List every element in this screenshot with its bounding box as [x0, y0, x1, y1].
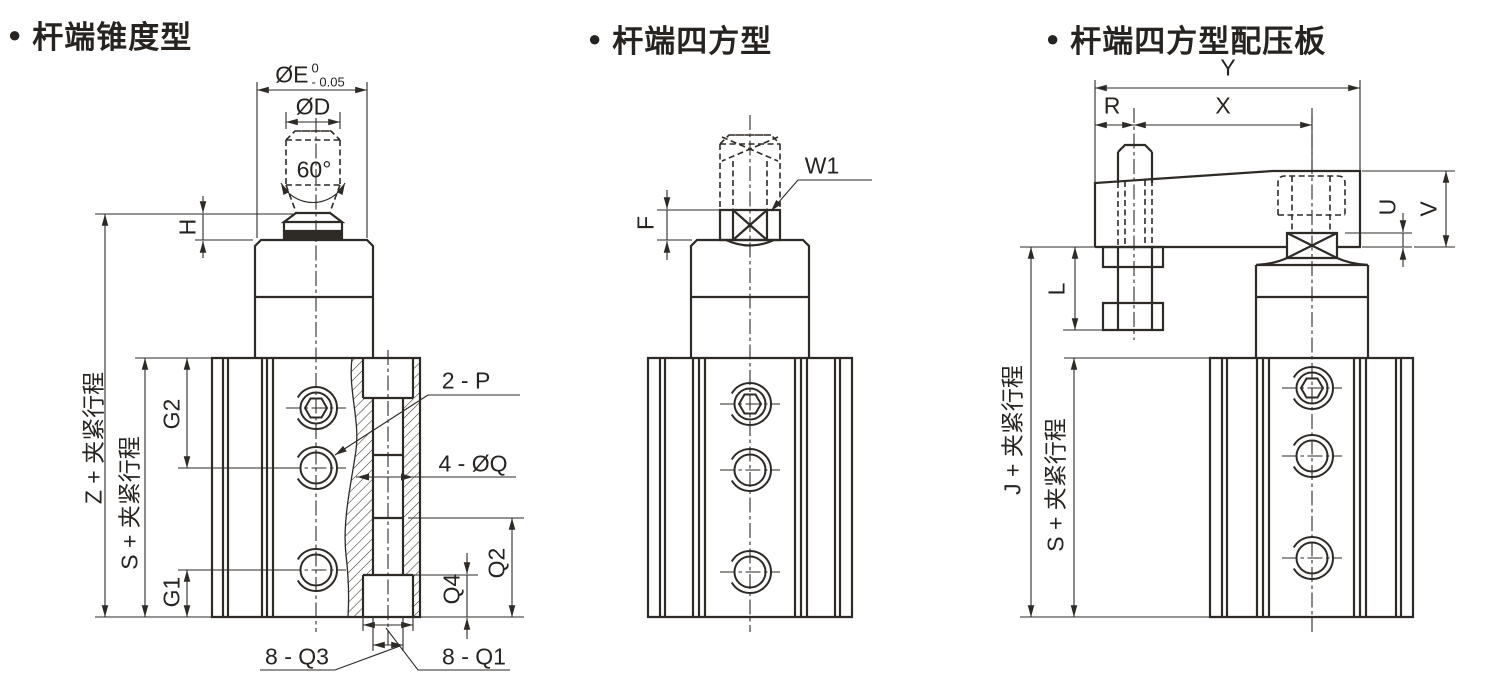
dim-label-f: F [632, 215, 659, 231]
dim-label-y: Y [1220, 54, 1236, 81]
dim-label-x: X [1215, 92, 1231, 119]
cylinder-body [1208, 263, 1415, 619]
taper-type-drawing [95, 82, 524, 671]
screw-port-circles [296, 386, 338, 592]
bullet-icon: ● [1046, 25, 1061, 51]
dim-label-u: U [1374, 198, 1401, 216]
dim-label-v: V [1415, 201, 1442, 217]
dim-label-r: R [1103, 92, 1121, 119]
title-square-type: ● 杆端四方型 [588, 16, 772, 61]
title-taper-type: ● 杆端锥度型 [8, 12, 192, 57]
tolerance-lower: - 0.05 [311, 75, 345, 90]
hole-label-4q: 4 - ØQ [438, 450, 508, 477]
dim-label-z-stroke: Z + 夹紧行程 [80, 371, 107, 505]
dim-label-g2: G2 [158, 398, 185, 430]
angle-label-60: 60° [296, 156, 332, 183]
dim-label-q2: Q2 [483, 547, 510, 579]
dim-label-oe: ØE 0 - 0.05 [275, 60, 345, 90]
dim-label-j-stroke: J + 夹紧行程 [999, 365, 1026, 495]
cbore-label-8q3: 8 - Q3 [265, 643, 329, 670]
bullet-icon: ● [8, 21, 23, 47]
dim-label-h: H [174, 218, 201, 236]
port-label-2p: 2 - P [441, 367, 491, 394]
dim-label-od: ØD [295, 93, 331, 120]
dimension-lines [1020, 80, 1455, 618]
dim-label-l: L [1043, 282, 1070, 296]
dim-label-q4: Q4 [438, 573, 465, 605]
screw-port-circles [1292, 366, 1334, 580]
cylinder-body [210, 211, 422, 619]
title-text: 杆端四方型 [612, 24, 773, 59]
title-text: 杆端四方型配压板 [1070, 24, 1327, 59]
break-line [344, 357, 358, 618]
title-text: 杆端锥度型 [32, 20, 193, 55]
dim-label-s-stroke: S + 夹紧行程 [116, 436, 143, 570]
dim-label-s-stroke: S + 夹紧行程 [1042, 418, 1069, 552]
square-plate-type-drawing [1020, 80, 1455, 632]
title-square-plate-type: ● 杆端四方型配压板 [1046, 16, 1326, 61]
angle-arc [280, 182, 346, 204]
hidden-lines [1117, 175, 1346, 247]
screw-port-circles [730, 382, 772, 594]
dimension-lines [95, 82, 524, 671]
dim-label-g1: G1 [158, 576, 185, 608]
centerlines [720, 115, 780, 632]
section-hatching [345, 358, 420, 617]
square-type-drawing [646, 115, 872, 632]
dimension-lines [657, 179, 872, 260]
clamp-arm [1093, 143, 1369, 332]
bore-label-8q1: 8 - Q1 [442, 643, 506, 670]
bullet-icon: ● [588, 25, 603, 51]
tolerance-upper: 0 [311, 60, 319, 76]
dim-label-w1: W1 [804, 152, 840, 179]
centerlines [1133, 108, 1342, 632]
